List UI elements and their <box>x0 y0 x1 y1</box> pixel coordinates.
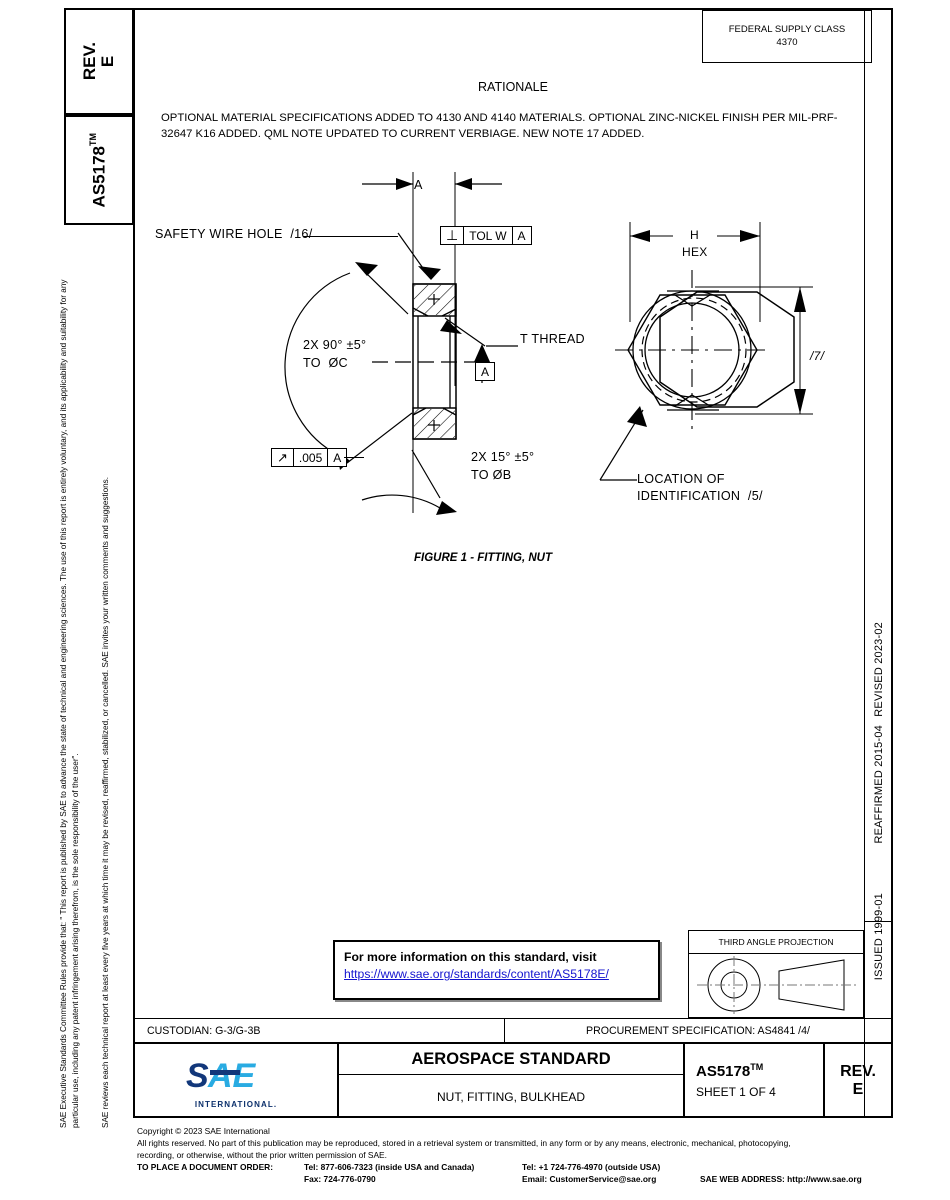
fsc-label: FEDERAL SUPPLY CLASS <box>728 23 846 35</box>
footer-rights-1: All rights reserved. No part of this pub… <box>137 1137 791 1148</box>
custodian-procurement-row: CUSTODIAN: G-3/G-3B PROCUREMENT SPECIFIC… <box>135 1018 891 1044</box>
note-7-label: /7/ <box>810 349 825 363</box>
third-angle-projection-box: THIRD ANGLE PROJECTION <box>688 930 864 1018</box>
angle-90-to-label: TO ØC <box>303 356 348 370</box>
safety-wire-hole-label: SAFETY WIRE HOLE /16/ <box>155 227 313 241</box>
sae-logo-subtext: INTERNATIONAL <box>194 1100 274 1109</box>
third-angle-symbol <box>689 954 863 1018</box>
rationale-body: OPTIONAL MATERIAL SPECIFICATIONS ADDED T… <box>161 112 838 141</box>
figure-caption: FIGURE 1 - FITTING, NUT <box>414 552 552 564</box>
hex-h-label: H <box>690 228 699 242</box>
drawing-frame <box>133 8 893 1118</box>
fcf-perp-symbol: ⊥ <box>441 227 465 244</box>
standard-number-box: AS5178TM <box>64 115 134 225</box>
fcf-perpendicularity: ⊥ TOL W A <box>440 226 532 245</box>
revision-value: E <box>98 55 117 68</box>
t-thread-label: T THREAD <box>520 332 585 346</box>
footer-copyright: Copyright © 2023 SAE International <box>137 1126 270 1136</box>
custodian-cell: CUSTODIAN: G-3/G-3B <box>135 1019 505 1042</box>
standard-type-label: AEROSPACE STANDARD <box>339 1044 683 1075</box>
standard-info-text: For more information on this standard, v… <box>344 950 597 964</box>
fcf-profile-symbol: ↗ <box>272 449 294 466</box>
footer-web: SAE WEB ADDRESS: http://www.sae.org <box>700 1173 862 1184</box>
sae-logo: S AE INTERNATIONAL. <box>186 1057 278 1109</box>
standard-title-cell: AEROSPACE STANDARD NUT, FITTING, BULKHEA… <box>339 1044 685 1118</box>
footer-fax: Fax: 724-776-0790 <box>304 1173 376 1184</box>
location-identification-line2: IDENTIFICATION /5/ <box>637 489 763 503</box>
date-issued: ISSUED 1999-01 <box>873 892 885 981</box>
footer-blank-cell <box>137 1174 304 1186</box>
footer-tel-outside: Tel: +1 724-776-4970 (outside USA) <box>522 1161 661 1172</box>
fcf-profile-tol: .005 <box>294 449 329 466</box>
fcf-perp-datum: A <box>517 228 526 243</box>
title-block-rev-value: E <box>852 1081 864 1098</box>
footer-web-spacer <box>700 1162 862 1174</box>
rationale-title: RATIONALE <box>478 80 548 94</box>
sheet-number: SHEET 1 OF 4 <box>696 1085 776 1100</box>
title-block: S AE INTERNATIONAL. AEROSPACE STANDARD N… <box>135 1044 891 1118</box>
footer-contact-table: TO PLACE A DOCUMENT ORDER: Tel: 877-606-… <box>137 1162 862 1186</box>
fcf-perp-tol: TOL W <box>464 227 513 244</box>
standard-number-label: AS5178 <box>89 145 109 208</box>
svg-text:AE: AE <box>207 1058 257 1094</box>
footer-email: Email: CustomerService@sae.org <box>522 1173 657 1184</box>
date-reaffirmed: REAFFIRMED 2015-04 <box>873 724 885 844</box>
hex-label: HEX <box>682 245 708 259</box>
title-block-rev-label: REV. <box>840 1063 876 1081</box>
legal-p2-text: SAE reviews each technical report at lea… <box>101 476 110 1128</box>
footer-tel-inside: Tel: 877-606-7323 (inside USA and Canada… <box>304 1161 475 1172</box>
standard-info-box: For more information on this standard, v… <box>333 940 660 1000</box>
date-column: REVISED 2023-02 REAFFIRMED 2015-04 ISSUE… <box>864 9 892 1117</box>
hex-end-view-drawing <box>599 222 813 481</box>
third-angle-label: THIRD ANGLE PROJECTION <box>689 931 863 954</box>
safety-wire-leader <box>303 236 398 238</box>
angle-15-label: 2X 15° ±5° <box>471 450 535 464</box>
dim-a-label: A <box>414 178 423 192</box>
trademark-symbol: TM <box>88 132 99 146</box>
location-identification-line1: LOCATION OF <box>637 472 725 486</box>
section-view-drawing <box>284 172 518 515</box>
angle-90-label: 2X 90° ±5° <box>303 338 367 352</box>
legal-notice-col-2: SAE reviews each technical report at lea… <box>100 258 116 1128</box>
footer-rights-2: recording, or otherwise, without the pri… <box>137 1149 387 1160</box>
fcf-profile-leader <box>344 457 364 459</box>
legal-p1-text: SAE Executive Standards Committee Rules … <box>59 279 80 1129</box>
doc-number: AS5178 <box>696 1062 751 1080</box>
standard-url-link[interactable]: https://www.sae.org/standards/content/AS… <box>344 967 609 982</box>
federal-supply-class-box: FEDERAL SUPPLY CLASS 4370 <box>702 10 872 63</box>
document-number-cell: AS5178TM SHEET 1 OF 4 <box>685 1044 825 1118</box>
title-block-revision-cell: REV. E <box>825 1044 891 1118</box>
revision-box: REV. E <box>64 8 134 115</box>
legal-notice-col-1: SAE Executive Standards Committee Rules … <box>58 258 80 1129</box>
footer-order-label: TO PLACE A DOCUMENT ORDER: <box>137 1161 274 1172</box>
svg-text:S: S <box>186 1058 209 1094</box>
fcf-profile: ↗ .005 A <box>271 448 348 467</box>
datum-a-box: A <box>475 362 495 381</box>
footer: Copyright © 2023 SAE International All r… <box>137 1126 897 1186</box>
fsc-value: 4370 <box>776 36 798 48</box>
doc-number-tm: TM <box>750 1061 764 1072</box>
date-divider-1 <box>864 921 892 923</box>
sae-logo-cell: S AE INTERNATIONAL. <box>135 1044 339 1118</box>
fcf-profile-datum: A <box>333 450 342 465</box>
procurement-cell: PROCUREMENT SPECIFICATION: AS4841 /4/ <box>586 1024 810 1037</box>
revision-label: REV. <box>80 42 100 81</box>
part-title-label: NUT, FITTING, BULKHEAD <box>436 1089 585 1104</box>
angle-15-to-label: TO ØB <box>471 468 512 482</box>
